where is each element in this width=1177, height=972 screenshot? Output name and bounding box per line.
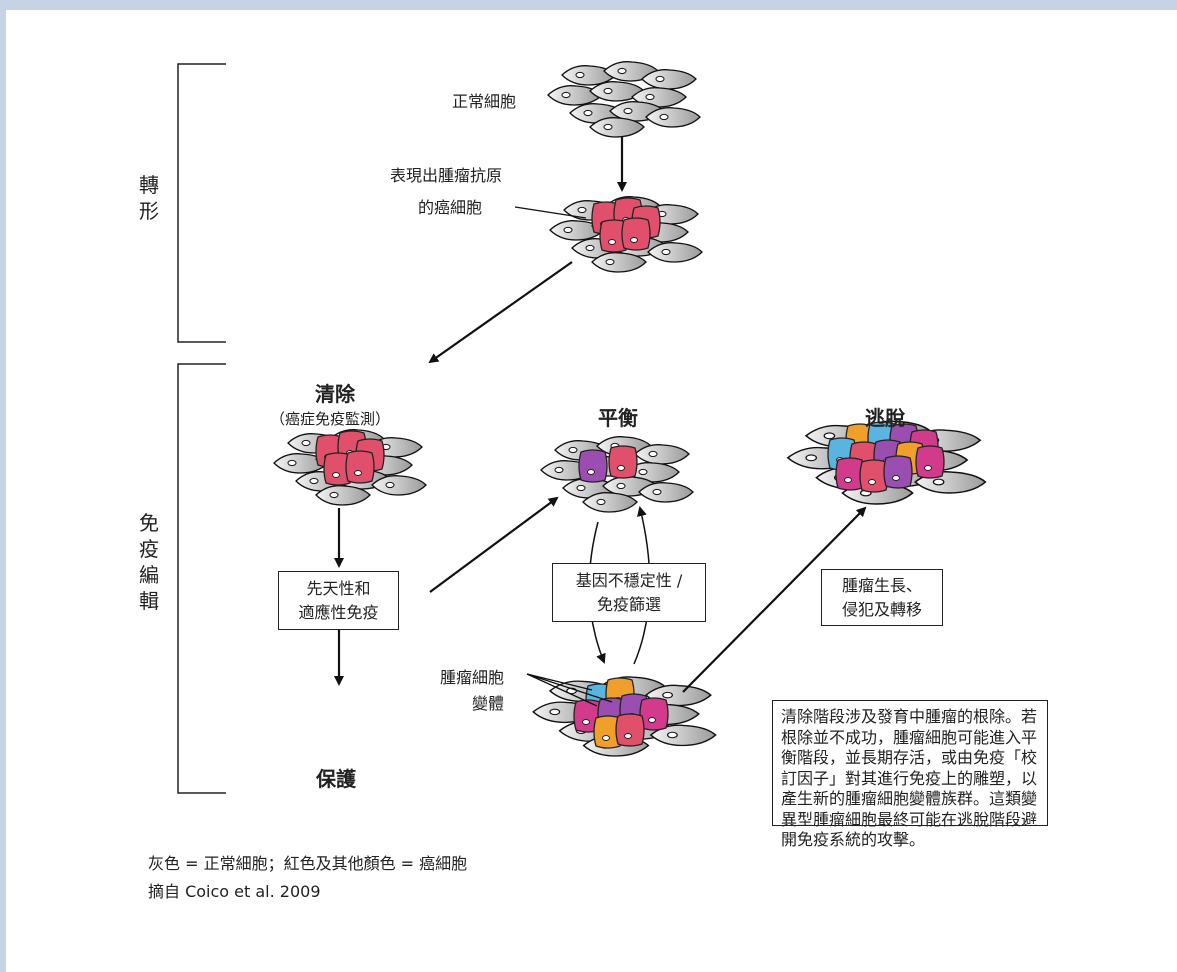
box-instability-line2: 免疫篩選 — [596, 594, 661, 614]
description-note: 清除階段涉及發育中腫瘤的根除。若根除並不成功，腫瘤細胞可能進入平衡階段，並長期存… — [772, 700, 1048, 849]
stage-elimination-subtitle: （癌症免疫監測） — [270, 410, 391, 428]
stage-protection: 保護 — [316, 767, 356, 791]
arrow-variants-to-escape — [682, 506, 867, 693]
pointer-variant-a — [526, 673, 593, 691]
stage-escape: 逃脫 — [865, 406, 905, 430]
box-genetic-instability: 基因不穩定性 / 免疫篩選 — [552, 563, 706, 622]
box-innate-adaptive-immunity: 先天性和 適應性免疫 — [278, 571, 399, 630]
antigen-cells-illustration — [550, 197, 702, 272]
label-antigen-line2: 的癌細胞 — [418, 198, 483, 217]
stage-equilibrium: 平衡 — [598, 406, 638, 430]
pointer-variant-b — [526, 673, 598, 707]
legend-text: 灰色 = 正常細胞；紅色及其他顏色 = 癌細胞 — [148, 854, 468, 873]
immunoediting-bracket — [177, 363, 226, 794]
box-growth-line1: 腫瘤生長、 — [841, 575, 922, 595]
box-instability-line1: 基因不穩定性 / — [575, 570, 683, 590]
normal-cells-illustration — [548, 62, 700, 137]
transformation-bracket — [177, 63, 226, 343]
box-innate-line2: 適應性免疫 — [298, 602, 379, 622]
arrow-immunity-to-equilibrium — [429, 496, 559, 593]
top-border-bar — [0, 0, 1177, 10]
elimination-cells-illustration — [274, 430, 426, 505]
phase-immunoediting-text: 免疫編輯 — [139, 511, 159, 613]
equilibrium-cells-illustration — [541, 437, 693, 512]
label-variants-line2: 變體 — [472, 694, 505, 713]
label-antigen-line1: 表現出腫瘤抗原 — [390, 166, 503, 185]
box-innate-line1: 先天性和 — [306, 578, 371, 598]
pointer-antigen-cells — [514, 206, 587, 219]
left-border-bar — [0, 10, 6, 972]
box-growth-line2: 侵犯及轉移 — [841, 599, 922, 619]
label-variants-line1: 腫瘤細胞 — [440, 668, 505, 687]
box-tumor-growth: 腫瘤生長、 侵犯及轉移 — [821, 569, 943, 626]
pointer-variant-c — [526, 673, 613, 703]
source-citation: 摘自 Coico et al. 2009 — [148, 882, 321, 901]
phase-label-immunoediting: 免疫編輯 — [136, 510, 162, 614]
label-normal-cells: 正常細胞 — [452, 92, 517, 111]
escape-cells-illustration — [788, 421, 986, 504]
stage-elimination: 清除 — [315, 382, 355, 406]
phase-label-transformation: 轉形 — [136, 172, 162, 224]
phase-transformation-text: 轉形 — [139, 173, 159, 223]
arrow-antigen-to-elimination — [428, 261, 573, 364]
